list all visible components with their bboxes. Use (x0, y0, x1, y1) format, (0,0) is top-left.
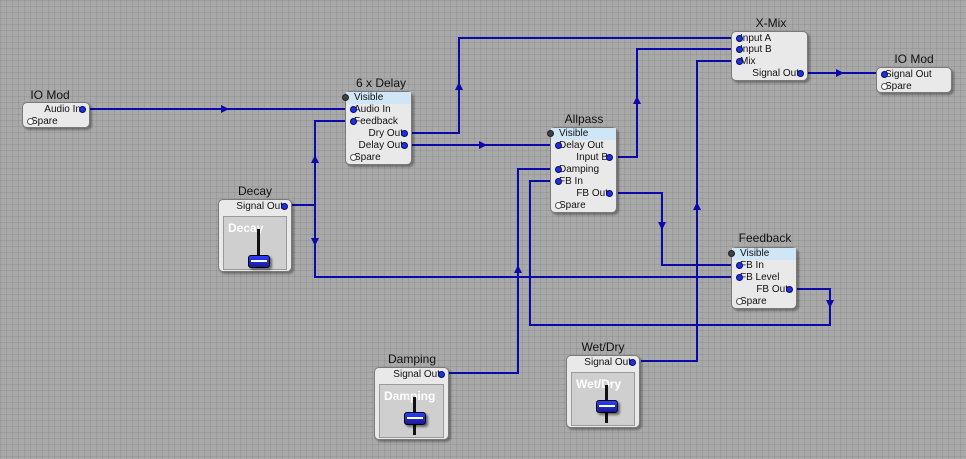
port-visible[interactable]: Visible (547, 128, 616, 140)
delay-title: 6 x Delay (355, 76, 407, 90)
port-signal-out[interactable]: Signal Out (881, 69, 932, 81)
port-dot[interactable] (736, 46, 743, 53)
decay-slider[interactable]: Decay (223, 216, 287, 270)
wire-decay-to-feedback-level[interactable] (292, 204, 732, 278)
port-dot[interactable] (555, 202, 562, 209)
port-dot[interactable] (555, 166, 562, 173)
port-spare[interactable]: Spare (27, 116, 58, 128)
slider-track (257, 229, 260, 267)
damping-slider-label: Damping (384, 389, 436, 403)
port-delay-out[interactable]: Delay Out (555, 140, 603, 152)
port-signal-out[interactable]: Signal Out (584, 357, 636, 369)
port-dot[interactable] (736, 262, 743, 269)
wire-feedback-loop[interactable] (314, 120, 345, 205)
port-signal-out[interactable]: Signal Out (752, 68, 804, 80)
port-delay-out[interactable]: Delay Out (359, 140, 408, 152)
port-dot[interactable] (401, 130, 408, 137)
port-dot[interactable] (27, 118, 34, 125)
slider-knob[interactable] (596, 400, 618, 413)
port-fb-in[interactable]: FB In (736, 260, 764, 272)
port-dot[interactable] (79, 106, 86, 113)
port-dot[interactable] (736, 298, 743, 305)
io-mod-output-title: IO Mod (894, 52, 934, 66)
wire-damping[interactable] (449, 168, 550, 374)
slider-knob[interactable] (404, 412, 426, 425)
port-dot[interactable] (606, 154, 613, 161)
decay-title: Decay (237, 184, 273, 198)
port-visible[interactable]: Visible (342, 92, 411, 104)
io-mod-input-title: IO Mod (30, 88, 70, 102)
port-fb-out[interactable]: FB Out (756, 284, 793, 296)
port-visible[interactable]: Visible (728, 248, 796, 260)
port-dot[interactable] (797, 70, 804, 77)
allpass-title: Allpass (564, 112, 604, 126)
port-mix[interactable]: Mix (736, 56, 756, 68)
port-input-a[interactable]: Input A (736, 33, 771, 45)
wire-fbout-to-feedback-in[interactable] (618, 192, 732, 266)
port-fb-in[interactable]: FB In (555, 176, 583, 188)
port-spare[interactable]: Spare (736, 296, 767, 308)
port-fb-level[interactable]: FB Level (736, 272, 779, 284)
port-dot[interactable] (547, 130, 554, 137)
port-input-b[interactable]: Input B (736, 44, 772, 56)
port-dot[interactable] (555, 178, 562, 185)
port-dot[interactable] (555, 142, 562, 149)
port-dot[interactable] (736, 35, 743, 42)
port-dot[interactable] (401, 142, 408, 149)
port-signal-out[interactable]: Signal Out (236, 201, 288, 213)
wetdry-title: Wet/Dry (581, 340, 625, 354)
port-feedback[interactable]: Feedback (350, 116, 398, 128)
port-dot[interactable] (736, 58, 743, 65)
port-dot[interactable] (281, 203, 288, 210)
port-dry-out[interactable]: Dry Out (369, 128, 408, 140)
port-dot[interactable] (438, 371, 445, 378)
port-dot[interactable] (629, 359, 636, 366)
wetdry-slider-label: Wet/Dry (576, 377, 622, 391)
port-damping[interactable]: Damping (555, 164, 599, 176)
port-spare[interactable]: Spare (881, 81, 912, 93)
port-dot[interactable] (881, 71, 888, 78)
port-audio-in[interactable]: Audio In (350, 104, 391, 116)
wire-wetdry-to-mix[interactable] (641, 60, 731, 362)
port-spare[interactable]: Spare (350, 152, 381, 164)
port-dot[interactable] (342, 94, 349, 101)
port-dot[interactable] (350, 154, 357, 161)
feedback-title: Feedback (738, 231, 792, 245)
port-dot[interactable] (350, 106, 357, 113)
wetdry-slider[interactable]: Wet/Dry (571, 372, 635, 426)
port-audio-in[interactable]: Audio In (44, 104, 86, 116)
wire-feedback-return[interactable] (529, 180, 831, 326)
port-dot[interactable] (606, 190, 613, 197)
port-signal-out[interactable]: Signal Out (393, 369, 445, 381)
slider-knob[interactable] (248, 255, 270, 268)
port-dot[interactable] (736, 274, 743, 281)
port-dot[interactable] (786, 286, 793, 293)
port-fb-out[interactable]: FB Out (576, 188, 613, 200)
port-input-b[interactable]: Input B (576, 152, 613, 164)
port-dot[interactable] (728, 250, 735, 257)
port-dot[interactable] (350, 118, 357, 125)
damping-slider[interactable]: Damping (379, 384, 444, 438)
damping-title: Damping (387, 352, 437, 366)
port-dot[interactable] (881, 83, 888, 90)
decay-slider-label: Decay (228, 221, 264, 235)
xmix-title: X-Mix (755, 16, 787, 30)
port-spare[interactable]: Spare (555, 200, 586, 212)
